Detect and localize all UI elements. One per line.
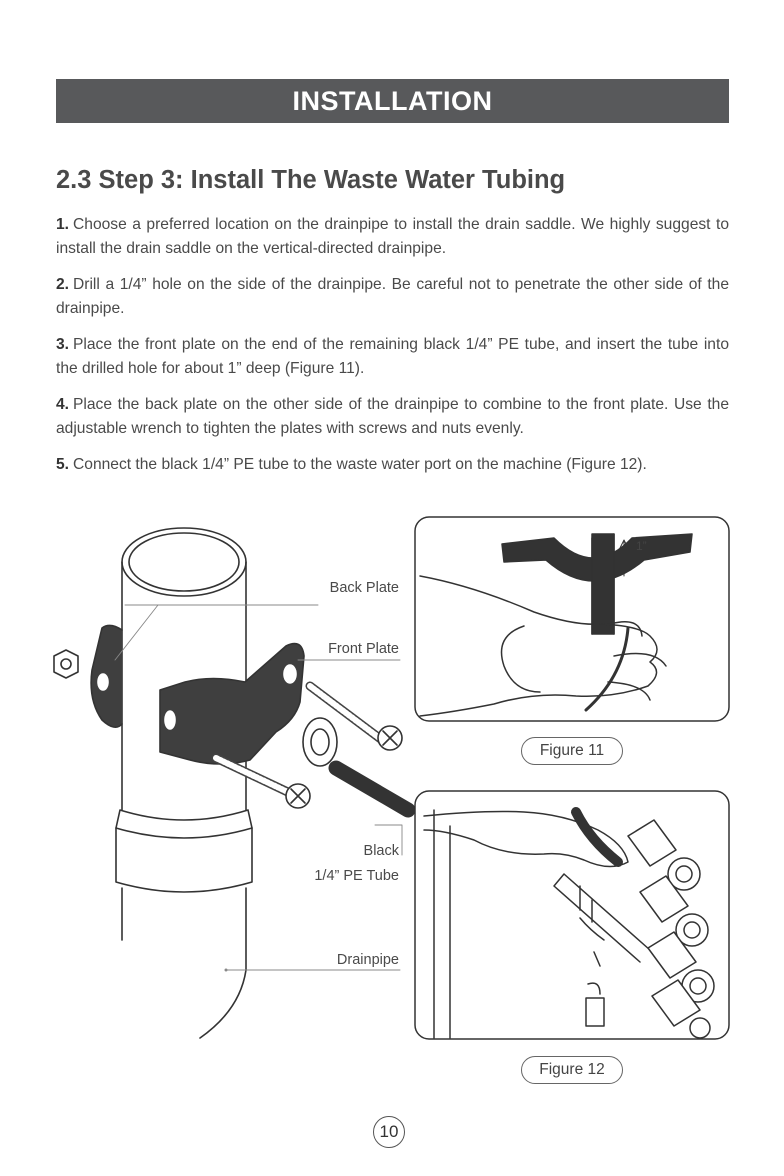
step-number: 1. [56, 216, 70, 233]
step-number: 5. [56, 456, 70, 473]
figure-11-illustration: 1” [414, 516, 730, 722]
saddle-plate [501, 533, 693, 582]
step-text: Place the back plate on the other side o… [56, 396, 729, 437]
black-tube [571, 807, 623, 867]
banner-title: INSTALLATION [292, 85, 493, 116]
step-4: 4.Place the back plate on the other side… [56, 393, 729, 440]
front-plate [159, 642, 305, 765]
pipe-coupling [115, 809, 253, 893]
steps-list: 1.Choose a preferred location on the dra… [56, 213, 729, 490]
step-5: 5.Connect the black 1/4” PE tube to the … [56, 453, 729, 477]
step-number: 3. [56, 336, 70, 353]
leader-tube [374, 824, 403, 856]
step-text: Choose a preferred location on the drain… [56, 216, 729, 257]
step-text: Drill a 1/4” hole on the side of the dra… [56, 276, 729, 317]
step-number: 4. [56, 396, 70, 413]
fitting-row [627, 819, 715, 1039]
label-front-plate: Front Plate [328, 641, 399, 657]
depth-label: 1” [636, 539, 647, 553]
step-3: 3.Place the front plate on the end of th… [56, 333, 729, 380]
figure-12-caption: Figure 12 [521, 1056, 623, 1084]
page-number: 10 [373, 1116, 405, 1148]
black-pe-tube [328, 760, 415, 818]
section-banner: INSTALLATION [56, 79, 729, 123]
figure-12-illustration [414, 790, 730, 1040]
symbols [579, 885, 605, 1027]
label-drainpipe: Drainpipe [336, 952, 399, 968]
wrench-tool [553, 873, 651, 963]
label-black: Black [363, 843, 399, 859]
hex-nut [53, 649, 79, 679]
step-2: 2.Drill a 1/4” hole on the side of the d… [56, 273, 729, 320]
hand-outline [419, 575, 658, 717]
step-text: Place the front plate on the end of the … [56, 336, 729, 377]
step-1: 1.Choose a preferred location on the dra… [56, 213, 729, 260]
drain-saddle-diagram [53, 527, 415, 1039]
step-number: 2. [56, 276, 70, 293]
page-title: 2.3 Step 3: Install The Waste Water Tubi… [56, 166, 566, 194]
step-text: Connect the black 1/4” PE tube to the wa… [73, 456, 647, 473]
label-back-plate: Back Plate [329, 580, 399, 596]
label-pe-tube: 1/4” PE Tube [314, 868, 399, 884]
figure-11-caption: Figure 11 [521, 737, 623, 765]
depth-arrow [619, 539, 629, 577]
pipe-top-opening [121, 527, 247, 597]
